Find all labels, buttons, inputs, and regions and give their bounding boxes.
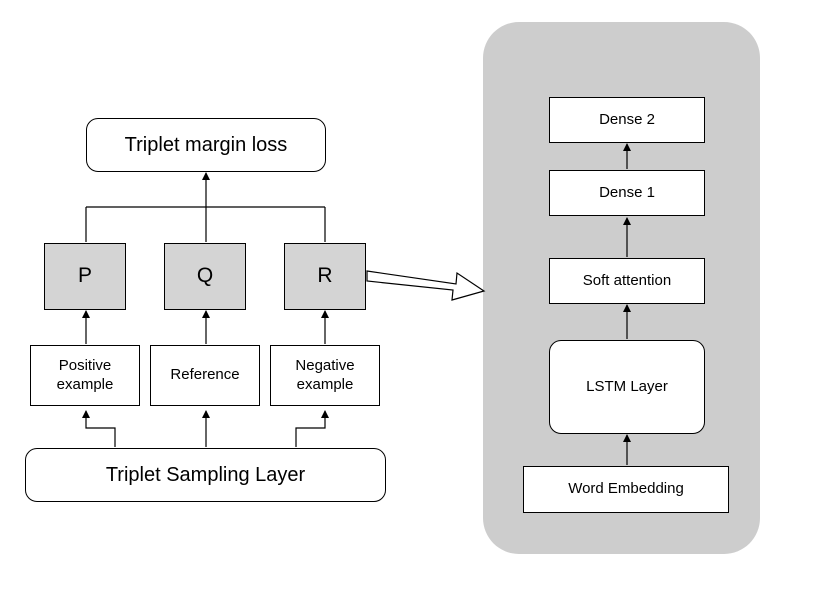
word-embedding-box: Word Embedding [523, 466, 729, 513]
expand-arrow [366, 270, 486, 301]
positive-example-box: Positive example [30, 345, 140, 406]
triplet-margin-loss-box: Triplet margin loss [86, 118, 326, 172]
lstm-layer-box: LSTM Layer [549, 340, 705, 434]
encoder-q-box: Q [164, 243, 246, 310]
encoder-r-box: R [284, 243, 366, 310]
arrow-sampling-to-positive [82, 410, 116, 447]
negative-example-box: Negative example [270, 345, 380, 406]
dense-2-box: Dense 2 [549, 97, 705, 143]
soft-attention-box: Soft attention [549, 258, 705, 304]
dense-1-box: Dense 1 [549, 170, 705, 216]
encoder-p-box: P [44, 243, 126, 310]
arrow-sampling-to-negative [295, 410, 329, 447]
reference-box: Reference [150, 345, 260, 406]
triplet-sampling-layer-box: Triplet Sampling Layer [25, 448, 386, 502]
